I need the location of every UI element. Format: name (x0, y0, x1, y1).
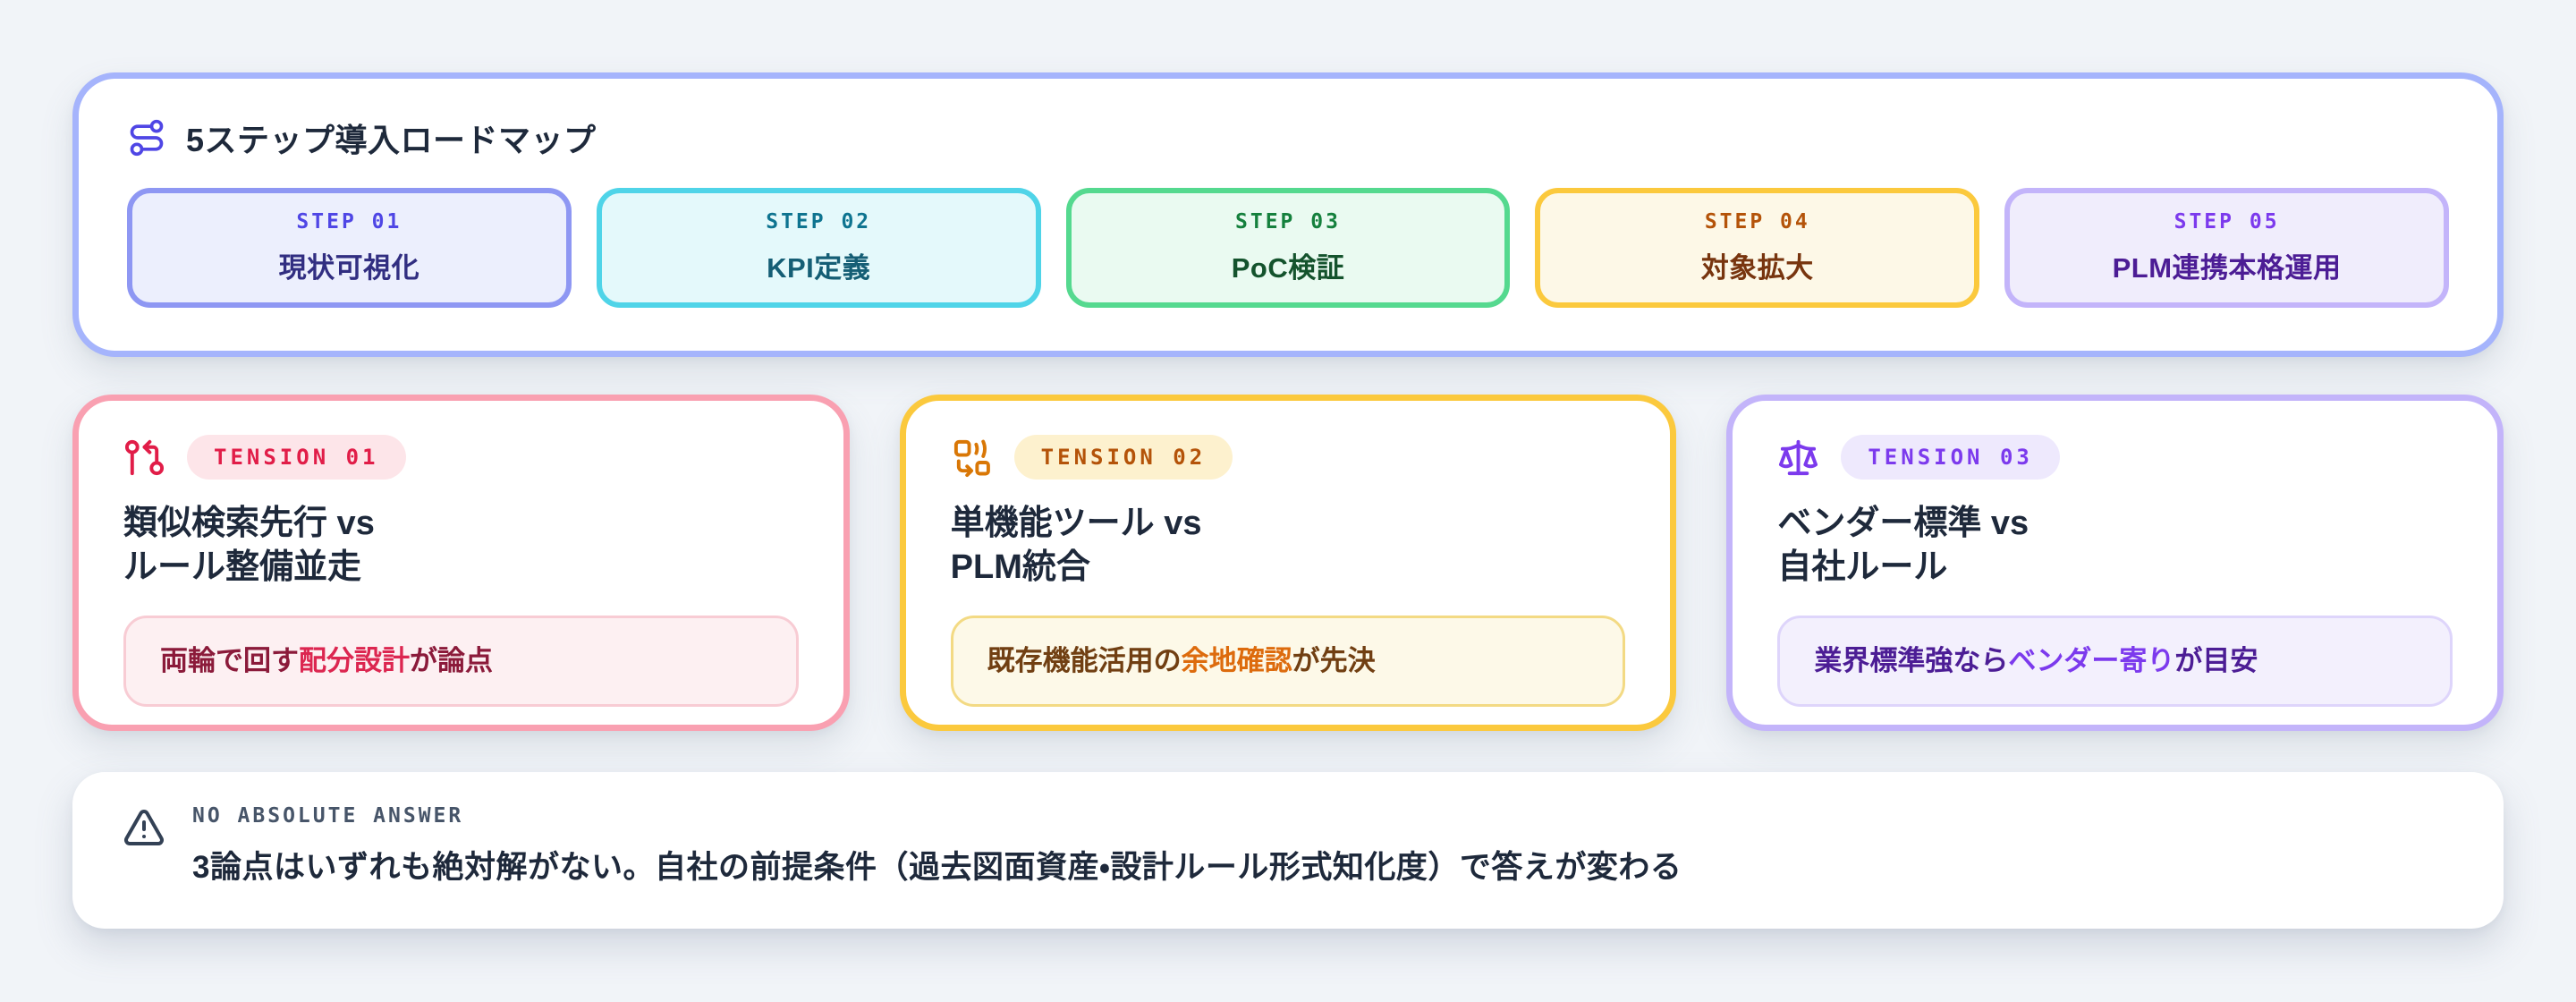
step-name: 対象拡大 (1700, 252, 1814, 284)
note-highlight: 配分設計 (299, 644, 410, 676)
note-text: が先決 (1292, 644, 1376, 676)
step-name: PoC検証 (1231, 252, 1345, 284)
warning-icon (123, 806, 165, 849)
step-card-4: STEP 04 対象拡大 (1535, 188, 1980, 308)
tension-title-line2: 自社ルール (1777, 548, 1948, 587)
replace-icon (951, 437, 993, 479)
step-name: 現状可視化 (278, 252, 420, 284)
note-text: が論点 (410, 644, 493, 676)
tension-note: 両輪で回す配分設計が論点 (123, 615, 799, 708)
conclusion-content: NO ABSOLUTE ANSWER 3論点はいずれも絶対解がない。自社の前提条… (192, 804, 1682, 896)
tension-badge: TENSION 03 (1841, 435, 2060, 480)
tension-card-2: TENSION 02 単機能ツール vs PLM統合 既存機能活用の余地確認が先… (899, 395, 1677, 731)
git-pull-request-icon (123, 437, 165, 479)
tension-card-1: TENSION 01 類似検索先行 vs ルール整備並走 両輪で回す配分設計が論… (72, 395, 850, 731)
note-text: が目安 (2174, 644, 2258, 676)
step-label: STEP 04 (1704, 210, 1810, 234)
tension-title-line1: 類似検索先行 vs (123, 505, 375, 542)
step-card-5: STEP 05 PLM連携本格運用 (2004, 188, 2449, 308)
step-card-2: STEP 02 KPI定義 (596, 188, 1041, 308)
tension-title-line1: ベンダー標準 vs (1777, 505, 2029, 542)
roadmap-header: 5ステップ導入ロードマップ (127, 115, 2449, 161)
conclusion-card: NO ABSOLUTE ANSWER 3論点はいずれも絶対解がない。自社の前提条… (72, 772, 2504, 929)
conclusion-label: NO ABSOLUTE ANSWER (192, 804, 464, 828)
tension-title: ベンダー標準 vs 自社ルール (1777, 502, 2453, 590)
tension-title-line2: PLM統合 (950, 548, 1090, 587)
step-label: STEP 01 (296, 210, 402, 234)
tension-card-3: TENSION 03 ベンダー標準 vs 自社ルール 業界標準強ならベンダー寄り… (1726, 395, 2504, 731)
note-text: 業界標準強なら (1814, 644, 2009, 676)
note-highlight: ベンダー寄り (2008, 644, 2175, 676)
note-text: 両輪で回す (160, 644, 299, 676)
roadmap-card: 5ステップ導入ロードマップ STEP 01 現状可視化 STEP 02 KPI定… (72, 72, 2504, 357)
step-card-3: STEP 03 PoC検証 (1065, 188, 1511, 308)
note-highlight: 余地確認 (1181, 644, 1292, 676)
tension-title: 類似検索先行 vs ルール整備並走 (123, 502, 799, 590)
step-label: STEP 05 (2174, 210, 2280, 234)
step-name: KPI定義 (767, 252, 871, 284)
tension-title-line2: ルール整備並走 (123, 548, 362, 587)
tension-note: 既存機能活用の余地確認が先決 (950, 615, 1626, 708)
tension-note: 業界標準強ならベンダー寄りが目安 (1777, 615, 2453, 708)
step-name: PLM連携本格運用 (2112, 252, 2342, 284)
roadmap-title: 5ステップ導入ロードマップ (186, 122, 597, 158)
roadmap-steps: STEP 01 現状可視化 STEP 02 KPI定義 STEP 03 PoC検… (127, 188, 2449, 308)
tension-badge: TENSION 01 (187, 435, 406, 480)
step-label: STEP 03 (1235, 210, 1341, 234)
tension-header: TENSION 02 (951, 435, 1626, 480)
tension-badge: TENSION 02 (1013, 435, 1233, 480)
tension-title-line1: 単機能ツール vs (950, 505, 1202, 542)
note-text: 既存機能活用の (987, 644, 1182, 676)
step-card-1: STEP 01 現状可視化 (127, 188, 572, 308)
route-icon (127, 118, 166, 157)
tension-row: TENSION 01 類似検索先行 vs ルール整備並走 両輪で回す配分設計が論… (72, 395, 2504, 731)
tension-header: TENSION 03 (1777, 435, 2453, 480)
scale-icon (1777, 437, 1819, 479)
conclusion-text: 3論点はいずれも絶対解がない。自社の前提条件（過去図面資産・設計ルール形式知化度… (192, 850, 1682, 885)
step-label: STEP 02 (766, 210, 872, 234)
tension-header: TENSION 01 (123, 435, 799, 480)
tension-title: 単機能ツール vs PLM統合 (951, 502, 1626, 590)
